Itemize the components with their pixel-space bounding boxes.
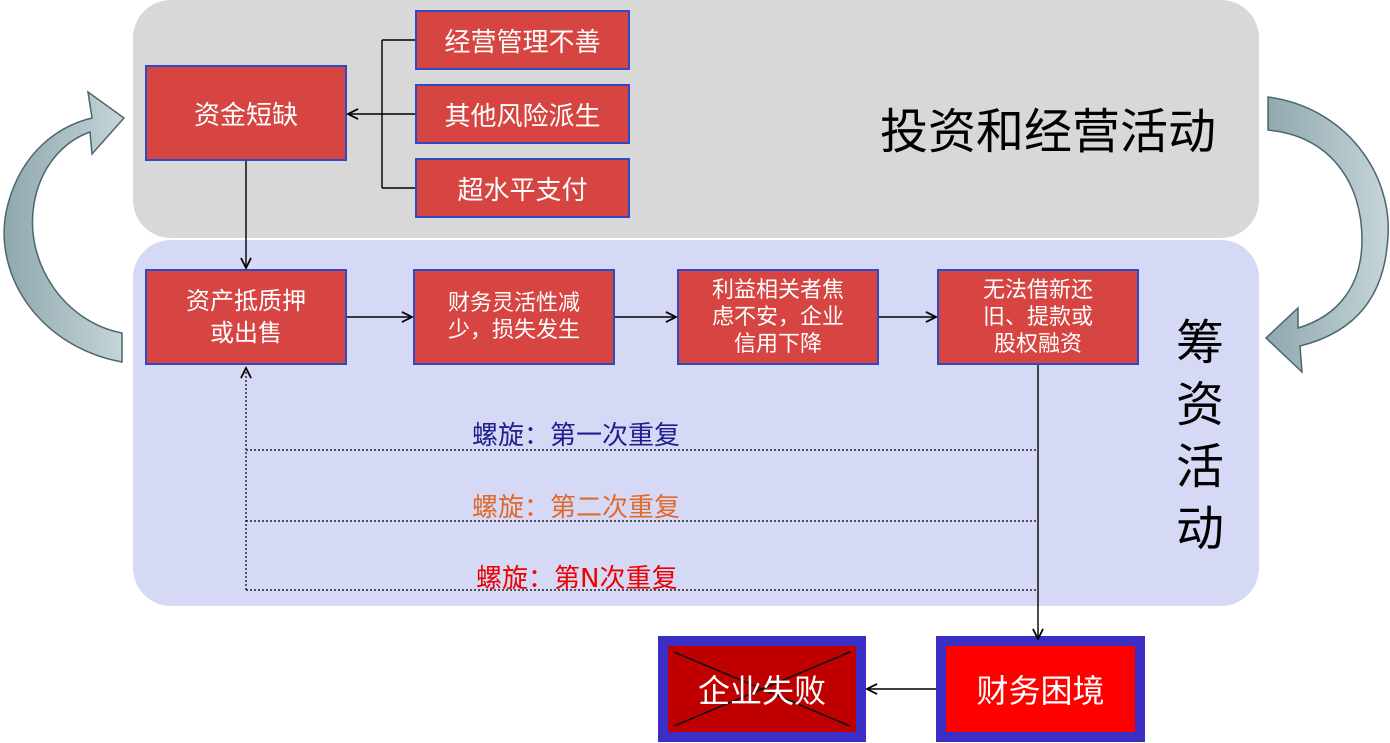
spiral-label-second: 螺旋：第二次重复	[472, 493, 681, 523]
chain-line: 虑不安，企业	[711, 304, 844, 330]
cause-box-overspending: 超水平支付	[415, 158, 630, 218]
cause-label: 经营管理不善	[444, 27, 601, 58]
chain-box-flexibility-loss: 财务灵活性减 少，损失发生	[413, 269, 615, 365]
title-char: 动	[1175, 501, 1224, 557]
curved-arrow-left-icon	[3, 90, 126, 363]
spiral-feedback-lines	[246, 368, 1036, 591]
chain-line: 少，损失发生	[447, 318, 580, 343]
chain-box-asset-pledge: 资产抵质押 或出售	[145, 269, 347, 365]
chain-box-stakeholder-anxiety: 利益相关者焦 虑不安，企业 信用下降	[677, 269, 879, 365]
financial-distress-box: 财务困境	[936, 636, 1145, 742]
title-char: 资	[1175, 377, 1224, 433]
financing-panel-title: 筹 资 活 动	[1172, 312, 1228, 560]
funding-shortage-box: 资金短缺	[145, 65, 347, 161]
investment-panel-title: 投资和经营活动	[880, 104, 1217, 160]
title-char: 筹	[1175, 315, 1224, 371]
funding-shortage-label: 资金短缺	[193, 100, 298, 131]
curved-arrow-right-icon	[1264, 96, 1389, 374]
cause-box-mismanagement: 经营管理不善	[415, 10, 630, 70]
enterprise-failure-box: 企业失败	[658, 636, 866, 742]
spiral-label-first: 螺旋：第一次重复	[472, 421, 681, 451]
financial-distress-label: 财务困境	[976, 672, 1105, 710]
cause-box-other-risk: 其他风险派生	[415, 84, 630, 144]
cross-out-icon	[673, 651, 851, 727]
chain-box-no-refinancing: 无法借新还 旧、提款或 股权融资	[937, 269, 1139, 365]
chain-line: 或出售	[210, 319, 282, 347]
chain-line: 资产抵质押	[186, 287, 306, 315]
causes-bracket	[348, 39, 415, 189]
chain-line: 旧、提款或	[982, 304, 1093, 330]
chain-line: 无法借新还	[982, 277, 1093, 303]
spiral-label-nth: 螺旋：第N次重复	[476, 564, 678, 594]
title-char: 活	[1175, 439, 1224, 495]
enterprise-failure-label: 企业失败	[697, 672, 826, 710]
chain-line: 利益相关者焦	[711, 277, 844, 303]
chain-line: 财务灵活性减	[447, 291, 580, 316]
chain-line: 信用下降	[733, 331, 822, 357]
cause-label: 其他风险派生	[444, 101, 601, 132]
cause-label: 超水平支付	[457, 175, 588, 206]
chain-line: 股权融资	[993, 331, 1082, 357]
